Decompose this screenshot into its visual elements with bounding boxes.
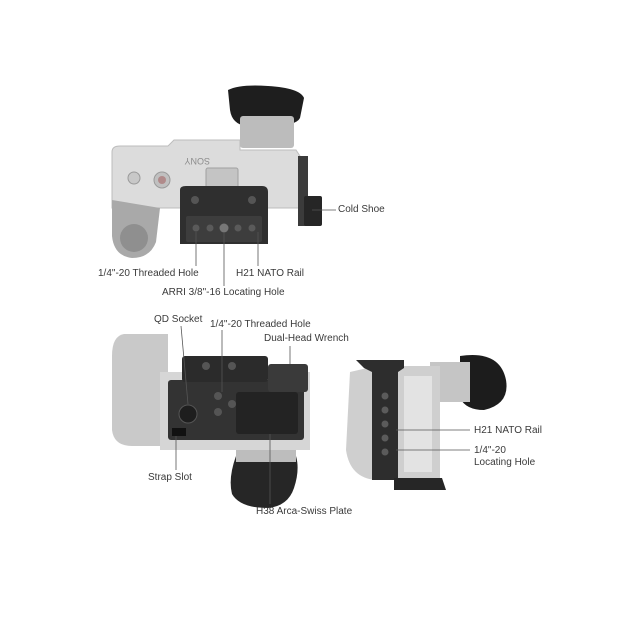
eyecup-top xyxy=(228,85,304,126)
label-nato-rail-side: H21 NATO Rail xyxy=(474,425,542,436)
dial-icon xyxy=(120,224,148,252)
hole-icon xyxy=(248,224,256,232)
hole-icon xyxy=(381,406,389,414)
hole-icon xyxy=(192,224,200,232)
cold-shoe-block xyxy=(304,196,322,226)
cage-side-frame xyxy=(356,360,404,480)
hole-icon xyxy=(381,434,389,442)
hole-icon xyxy=(234,224,242,232)
eyecup-side xyxy=(460,355,507,410)
hole-icon xyxy=(381,392,389,400)
hole-icon xyxy=(228,362,236,370)
camera-top-view-illustration: SONY xyxy=(111,85,322,258)
hole-icon xyxy=(381,448,389,456)
record-button-center xyxy=(158,176,166,184)
top-bracket xyxy=(182,356,268,382)
hole-icon xyxy=(214,408,222,416)
camera-side-view-illustration xyxy=(346,355,507,490)
label-threaded-hole-top: 1/4"-20 Threaded Hole xyxy=(98,268,199,279)
leader-qd-socket xyxy=(180,325,189,405)
label-arri-hole: ARRI 3/8"-16 Locating Hole xyxy=(162,287,285,298)
hole-icon xyxy=(206,224,214,232)
label-threaded-hole-bottom: 1/4"-20 Threaded Hole xyxy=(210,319,311,330)
cage-side-frame xyxy=(298,156,308,226)
hole-icon xyxy=(202,362,210,370)
leader-lines xyxy=(175,209,470,504)
arri-hole-icon xyxy=(219,223,229,233)
hand-grip-bottom xyxy=(112,334,168,446)
camera-logo: SONY xyxy=(184,156,210,166)
side-panel xyxy=(404,376,432,472)
hole-icon xyxy=(214,392,222,400)
hole-icon xyxy=(248,196,256,204)
label-arca-plate: H38 Arca-Swiss Plate xyxy=(256,506,353,517)
camera-bottom-view-illustration xyxy=(112,334,310,508)
label-nato-rail-top: H21 NATO Rail xyxy=(236,268,304,279)
eyecup-bottom xyxy=(230,456,298,508)
label-qd-socket: QD Socket xyxy=(154,314,203,325)
viewfinder-barrel xyxy=(240,116,294,148)
qd-socket-icon xyxy=(178,404,198,424)
hole-icon xyxy=(228,400,236,408)
label-strap-slot: Strap Slot xyxy=(148,472,192,483)
strap-slot-icon xyxy=(172,428,186,436)
arca-plate xyxy=(236,392,298,434)
base-foot xyxy=(394,478,446,490)
hole-icon xyxy=(191,196,199,204)
hole-icon xyxy=(381,420,389,428)
label-wrench: Dual-Head Wrench xyxy=(264,333,349,344)
label-locating-hole-line1: 1/4"-20 xyxy=(474,445,506,456)
button-icon xyxy=(127,171,141,185)
wrench-block xyxy=(268,364,308,392)
label-locating-hole-line2: Locating Hole xyxy=(474,457,536,468)
label-cold-shoe: Cold Shoe xyxy=(338,204,385,215)
